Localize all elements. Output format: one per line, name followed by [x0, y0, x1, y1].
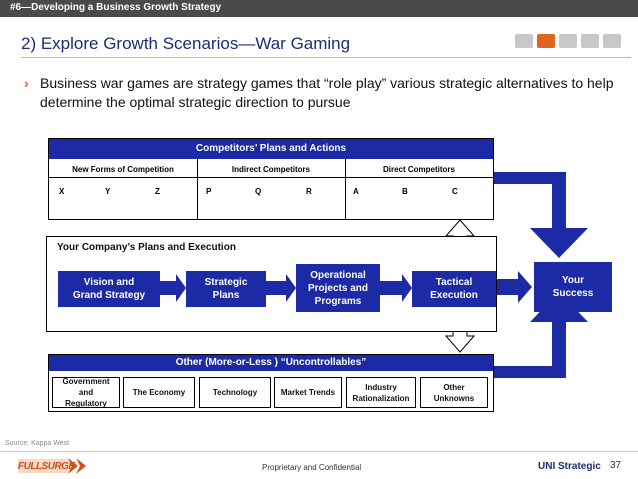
- uncontrollables-to-success-arrow: [494, 292, 588, 378]
- brand-name: UNI Strategic: [538, 461, 601, 472]
- progress-step: [559, 34, 577, 48]
- competitors-to-success-arrow: [494, 172, 588, 258]
- process-arrow: [378, 274, 412, 302]
- competitor-item: Q: [255, 187, 262, 196]
- uncontrollable-item: Market Trends: [274, 377, 342, 408]
- logo-wordmark: FULLSURGE: [18, 461, 75, 472]
- uncontrollable-item: The Economy: [123, 377, 195, 408]
- step-tactical-execution: Tactical Execution: [412, 271, 496, 307]
- uncontrollables-panel: Other (More-or-Less ) “Uncontrollables”: [48, 354, 494, 412]
- competitors-panel: Competitors’ Plans and Actions New Forms…: [48, 138, 494, 220]
- progress-indicator: [515, 34, 621, 48]
- uncontrollable-item: Other Unknowns: [420, 377, 488, 408]
- fullsurge-logo-icon: [18, 458, 86, 474]
- uncontrollable-item: Industry Rationalization: [346, 377, 416, 408]
- top-header-bar: #6—Developing a Business Growth Strategy: [0, 0, 638, 17]
- group-label-new-forms: New Forms of Competition: [72, 165, 174, 174]
- competitor-item: A: [353, 187, 359, 196]
- deck-section-title: #6—Developing a Business Growth Strategy: [10, 2, 222, 13]
- company-to-success-arrow: [497, 271, 532, 303]
- row-divider: [49, 177, 493, 178]
- footer-divider: [0, 451, 638, 452]
- bullet-chevron-icon: ›: [24, 75, 29, 91]
- step-strategic-plans: Strategic Plans: [186, 271, 266, 307]
- slide-title: 2) Explore Growth Scenarios—War Gaming: [21, 34, 351, 53]
- competitor-item: B: [402, 187, 408, 196]
- step-vision-grand-strategy: Vision and Grand Strategy: [58, 271, 160, 307]
- competitor-item: Y: [105, 187, 111, 196]
- competitors-title: Competitors’ Plans and Actions: [49, 139, 493, 159]
- group-label-direct: Direct Competitors: [382, 165, 455, 174]
- progress-step: [603, 34, 621, 48]
- progress-step: [581, 34, 599, 48]
- process-arrow: [262, 274, 296, 302]
- column-divider: [345, 159, 346, 219]
- step-operational-projects: Operational Projects and Programs: [296, 264, 380, 312]
- competitor-item: Z: [155, 187, 160, 196]
- source-note: Source: Kappa West: [5, 440, 70, 447]
- title-divider: [21, 57, 631, 58]
- company-title: Your Company’s Plans and Execution: [57, 242, 236, 253]
- competitor-item: R: [306, 187, 312, 196]
- column-divider: [197, 159, 198, 219]
- page-number: 37: [610, 460, 622, 471]
- progress-step: [515, 34, 533, 48]
- competitor-item: C: [452, 187, 458, 196]
- competitor-item: P: [206, 187, 212, 196]
- bullet-text: Business war games are strategy games th…: [40, 75, 614, 110]
- competitor-item: X: [59, 187, 65, 196]
- group-label-indirect: Indirect Competitors: [231, 165, 311, 174]
- uncontrollable-item: Technology: [199, 377, 271, 408]
- your-success-box: Your Success: [534, 262, 612, 312]
- progress-step-active: [537, 34, 555, 48]
- uncontrollable-item: Government and Regulatory: [52, 377, 120, 408]
- confidentiality-note: Proprietary and Confidential: [262, 463, 362, 472]
- uncontrollables-title: Other (More-or-Less ) “Uncontrollables”: [49, 355, 493, 371]
